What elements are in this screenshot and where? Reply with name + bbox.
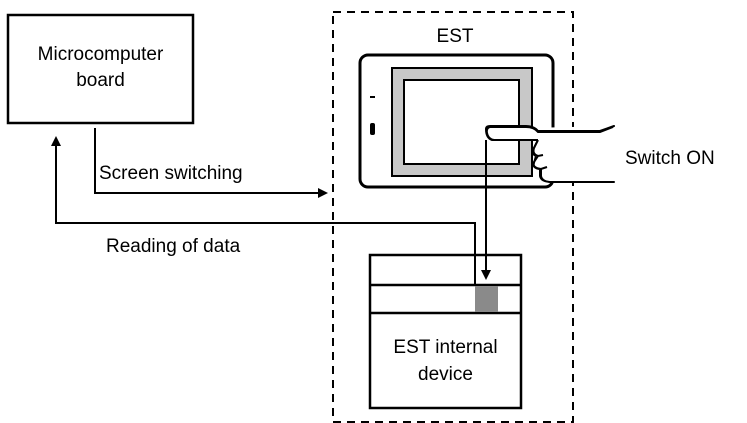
est-display-screen (403, 79, 520, 165)
microcomputer-board-label-line1: Microcomputer (37, 44, 164, 65)
switch-on-label: Switch ON (625, 148, 715, 169)
est-internal-device-block (368, 253, 523, 410)
est-label: EST (436, 26, 474, 47)
est-boundary (332, 11, 574, 423)
finger-tip-outline (485, 126, 538, 141)
reading-data-arrow (51, 136, 476, 286)
internal-device-label-line1: EST internal (393, 337, 498, 358)
est-side-button (370, 123, 375, 135)
memory-cell-highlight (475, 286, 498, 312)
internal-device-label-line2: device (418, 364, 473, 385)
internal-device-outline (368, 253, 523, 410)
pointing-finger (485, 125, 615, 183)
est-display-device (358, 53, 555, 189)
screen-switching-label: Screen switching (99, 163, 243, 184)
finger-knuckles-outline (532, 139, 613, 183)
microcomputer-board-box (6, 13, 195, 125)
microcomputer-board-label-line2: board (76, 70, 125, 91)
screen-switching-arrow (94, 128, 328, 198)
finger-fill (487, 127, 613, 181)
reading-of-data-label: Reading of data (106, 236, 241, 257)
finger-outline (490, 126, 614, 133)
est-status-indicator (370, 96, 375, 98)
